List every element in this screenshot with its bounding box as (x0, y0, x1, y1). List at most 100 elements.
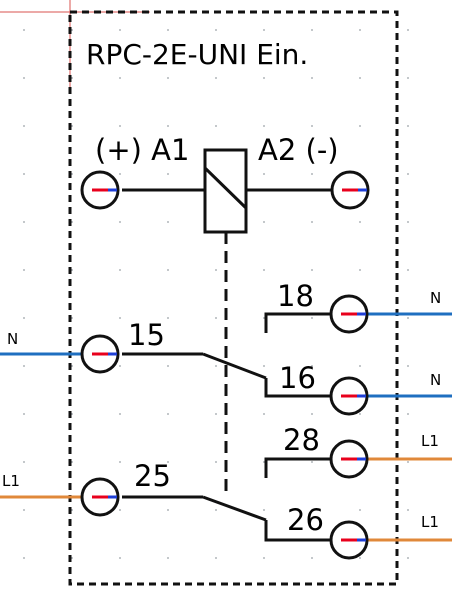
wire-label-n-left: N (7, 330, 18, 348)
grid-dot (263, 77, 265, 79)
terminal-a2[interactable] (330, 170, 370, 210)
grid-dot (359, 413, 361, 415)
grid-dot (407, 557, 409, 559)
grid-dot (311, 125, 313, 127)
grid-dot (263, 509, 265, 511)
grid-dot (167, 509, 169, 511)
grid-dot (407, 173, 409, 175)
wire-label-l1-right-28: L1 (421, 432, 439, 450)
grid-dot (263, 557, 265, 559)
contact-26-wire (264, 520, 332, 542)
grid-dot (359, 269, 361, 271)
grid-dot (359, 125, 361, 127)
grid-dot (311, 557, 313, 559)
grid-dot (167, 269, 169, 271)
grid-dot (119, 365, 121, 367)
contact-label-15: 15 (128, 318, 165, 352)
grid-dot (311, 365, 313, 367)
grid-dot (215, 125, 217, 127)
grid-dot (359, 29, 361, 31)
contact-switch-blade-2 (202, 495, 267, 522)
grid-dot (119, 29, 121, 31)
grid-dot (71, 509, 73, 511)
wire-label-n-right-18: N (430, 289, 441, 307)
grid-dot (311, 77, 313, 79)
grid-dot (263, 413, 265, 415)
grid-dot (263, 461, 265, 463)
contact-label-18: 18 (277, 279, 314, 313)
grid-dot (359, 509, 361, 511)
grid-dot (407, 77, 409, 79)
grid-dot (311, 221, 313, 223)
wire-label-l1-left: L1 (2, 472, 20, 490)
grid-dot (167, 221, 169, 223)
terminal-28[interactable] (329, 439, 369, 479)
grid-dot (23, 413, 25, 415)
grid-dot (23, 269, 25, 271)
grid-dot (119, 557, 121, 559)
grid-dot (71, 29, 73, 31)
grid-dot (71, 557, 73, 559)
grid-dot (71, 221, 73, 223)
grid-dot (263, 125, 265, 127)
grid-dot (311, 509, 313, 511)
grid-dot (263, 221, 265, 223)
grid-dot (167, 461, 169, 463)
terminal-15[interactable] (80, 334, 120, 374)
grid-dot (119, 509, 121, 511)
grid-dot (71, 173, 73, 175)
grid-dot (215, 269, 217, 271)
grid-dot (263, 365, 265, 367)
grid-dot (119, 173, 121, 175)
contact-label-25: 25 (134, 459, 171, 493)
wire-label-l1-right-26: L1 (421, 513, 439, 531)
grid-dot (23, 221, 25, 223)
grid-dot (263, 173, 265, 175)
grid-dot (407, 269, 409, 271)
grid-dot (23, 557, 25, 559)
terminal-label-a2: A2 (-) (258, 133, 339, 167)
grid-dot (71, 365, 73, 367)
grid-dot (119, 221, 121, 223)
relay-coil (203, 148, 248, 234)
grid-dot (311, 173, 313, 175)
terminal-25[interactable] (80, 477, 120, 517)
contact-label-28: 28 (283, 423, 320, 457)
background-grid (23, 29, 409, 559)
grid-dot (23, 173, 25, 175)
contact-switch-blade-1 (202, 352, 267, 380)
grid-dot (23, 125, 25, 127)
grid-dot (23, 461, 25, 463)
grid-dot (23, 77, 25, 79)
grid-dot (407, 317, 409, 319)
grid-dot (167, 77, 169, 79)
grid-dot (359, 365, 361, 367)
grid-dot (215, 317, 217, 319)
grid-dot (167, 317, 169, 319)
grid-dot (23, 29, 25, 31)
grid-dot (407, 413, 409, 415)
grid-dot (215, 413, 217, 415)
grid-dot (407, 125, 409, 127)
grid-dot (71, 317, 73, 319)
grid-dot (167, 557, 169, 559)
grid-dot (119, 413, 121, 415)
grid-dot (119, 461, 121, 463)
terminal-a1[interactable] (80, 170, 120, 210)
grid-dot (215, 509, 217, 511)
grid-dot (167, 29, 169, 31)
grid-dot (71, 269, 73, 271)
grid-dot (215, 365, 217, 367)
grid-dot (167, 125, 169, 127)
terminal-18[interactable] (329, 294, 369, 334)
terminal-26[interactable] (329, 520, 369, 560)
grid-dot (167, 173, 169, 175)
terminal-16[interactable] (329, 376, 369, 416)
contact-18-stub (264, 312, 332, 333)
grid-dot (311, 413, 313, 415)
grid-dot (71, 461, 73, 463)
grid-dot (407, 461, 409, 463)
grid-dot (71, 125, 73, 127)
wire-label-n-right-16: N (430, 371, 441, 389)
device-enclosure (68, 10, 399, 586)
